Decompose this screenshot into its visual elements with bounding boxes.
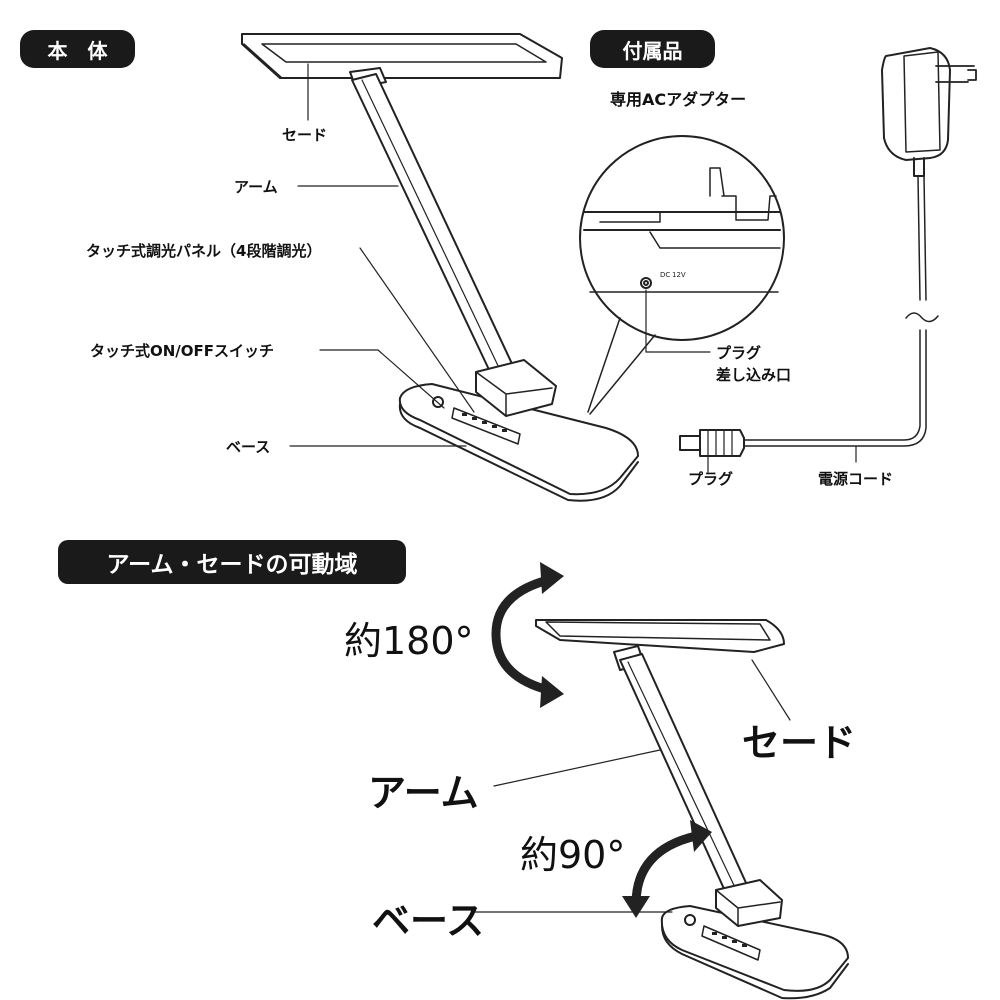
- label-motion-base: ベース: [372, 890, 484, 945]
- bottom-lamp-illustration: [536, 620, 848, 998]
- label-shade-angle: 約180°: [344, 610, 474, 665]
- label-shade: セード: [282, 124, 327, 145]
- label-accessory-item: 専用ACアダプター: [610, 86, 746, 110]
- label-jack-line2: 差し込み口: [716, 364, 791, 385]
- label-switch: タッチ式ON/OFFスイッチ: [90, 340, 274, 361]
- label-cord: 電源コード: [818, 468, 893, 489]
- label-motion-shade: セード: [742, 712, 856, 767]
- arm-rotation-arc: [636, 836, 696, 904]
- jack-marking-dc: DC: [660, 271, 670, 279]
- label-motion-arm: アーム: [368, 762, 479, 817]
- top-shade-shape: [242, 34, 562, 78]
- label-arm: アーム: [234, 176, 278, 197]
- top-arm-shape: [352, 74, 514, 376]
- jack-marking-12v: 12V: [672, 271, 686, 279]
- shade-rotation-arc: [496, 580, 548, 690]
- label-jack-line1: プラグ: [716, 342, 761, 363]
- label-base: ベース: [226, 436, 270, 457]
- top-lamp-illustration: [242, 34, 638, 501]
- label-plug: プラグ: [688, 468, 733, 489]
- label-arm-angle: 約90°: [520, 824, 625, 879]
- label-dimmer-panel: タッチ式調光パネル（4段階調光）: [86, 240, 321, 261]
- bottom-arm-shape: [620, 654, 752, 902]
